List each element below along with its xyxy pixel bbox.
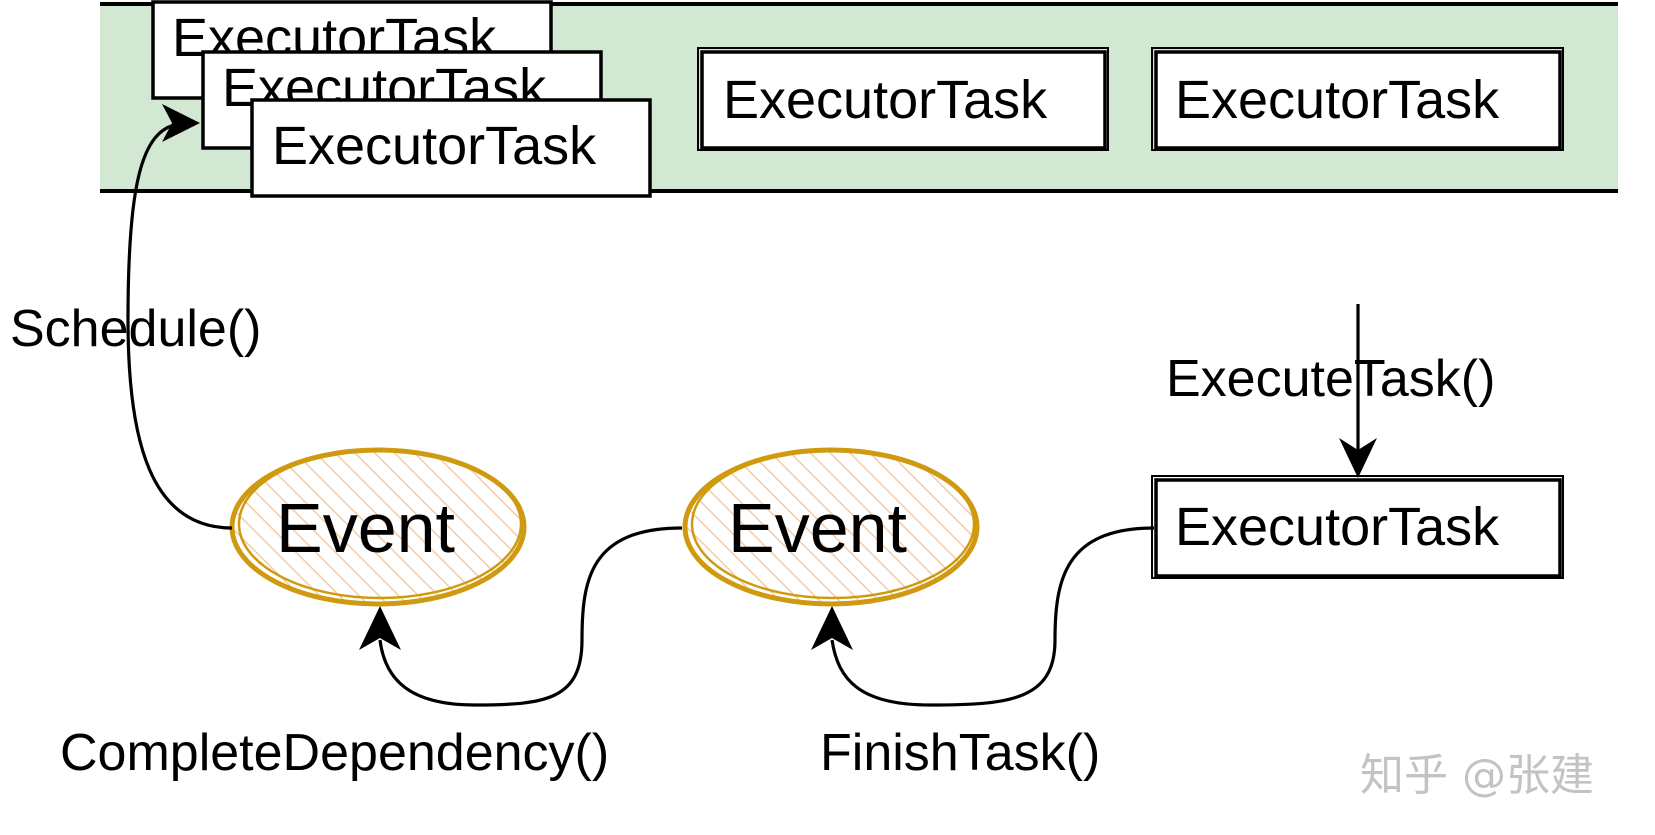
finish-task-arrowhead: [811, 606, 853, 650]
event-1-label: Event: [276, 489, 455, 567]
finish-task-edge: [811, 526, 1155, 707]
watermark: 知乎 @张建: [1360, 750, 1594, 801]
execute-task-arrowhead: [1339, 438, 1377, 478]
schedule-arrowhead: [162, 104, 200, 142]
complete-dependency-label: CompleteDependency(): [60, 724, 609, 782]
queue-task-5-label: ExecutorTask: [1175, 70, 1500, 130]
executing-task: ExecutorTask: [1151, 475, 1564, 579]
finish-task-label: FinishTask(): [820, 724, 1100, 782]
queue-task-3: ExecutorTask: [250, 98, 652, 198]
task-queue: ExecutorTask ExecutorTask ExecutorTask E…: [100, 0, 1618, 198]
complete-dependency-arrowhead: [359, 606, 401, 650]
queue-task-4-label: ExecutorTask: [723, 70, 1048, 130]
queue-task-5: ExecutorTask: [1151, 47, 1564, 151]
schedule-edge: [126, 104, 233, 530]
executing-task-label: ExecutorTask: [1175, 497, 1500, 557]
complete-dependency-edge: [359, 526, 683, 707]
event-2: Event: [682, 447, 980, 607]
execute-task-edge: [1339, 304, 1377, 478]
queue-task-4: ExecutorTask: [697, 47, 1109, 151]
queue-task-3-label: ExecutorTask: [272, 116, 597, 176]
schedule-label: Schedule(): [10, 300, 261, 358]
execute-task-label: ExecuteTask(): [1166, 350, 1495, 408]
event-2-label: Event: [728, 489, 907, 567]
event-1: Event: [229, 447, 527, 607]
